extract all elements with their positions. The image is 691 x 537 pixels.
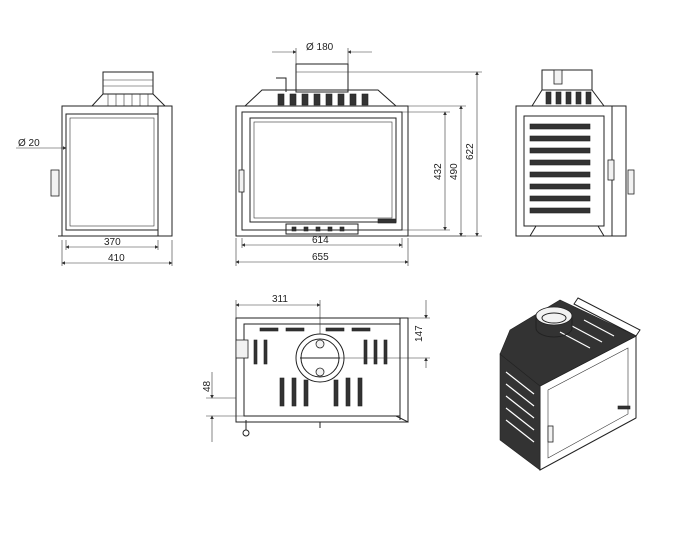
top-ribs-pattern [253,327,388,407]
front-flue [295,63,349,93]
damper-lever [276,77,287,92]
dim-top-depth: 147 [414,325,425,342]
right-flue [541,69,593,91]
side-view-left: Ø 20 370 410 [16,71,173,266]
dim-height-mid: 490 [449,163,460,180]
dim-center-width: 311 [272,294,288,305]
side-body [61,105,173,237]
right-handle [627,169,635,195]
glass-panel [249,117,397,223]
top-lever [235,339,249,359]
dim-width-glass: 614 [312,235,329,246]
dim-d-small: Ø 20 [18,138,40,149]
door-handle [50,169,60,197]
iso-body-top [499,299,637,387]
dim-width-total: 655 [312,252,329,263]
dim-width-inner: 370 [104,237,121,248]
dim-flue-diameter: Ø 180 [306,42,334,53]
right-control [607,159,615,181]
top-ribs [90,93,167,107]
front-handle [238,169,245,193]
isometric-view [499,297,641,471]
dim-height-total: 622 [465,143,476,160]
dim-width-outer: 410 [108,253,125,264]
top-view: 311 147 48 [202,294,430,442]
front-view: Ø 180 614 655 [235,42,482,266]
brand-plate [377,218,397,224]
side-view-right [515,69,635,237]
air-vent [285,223,359,235]
dim-left-offset: 48 [202,380,213,392]
iso-flue [535,306,573,326]
right-body [515,105,627,237]
front-body [235,105,409,237]
iso-handle [547,425,554,443]
door-frame [241,111,403,231]
dim-height-glass: 432 [433,163,444,180]
flue-collar [102,71,154,95]
side-ribs [529,123,591,214]
